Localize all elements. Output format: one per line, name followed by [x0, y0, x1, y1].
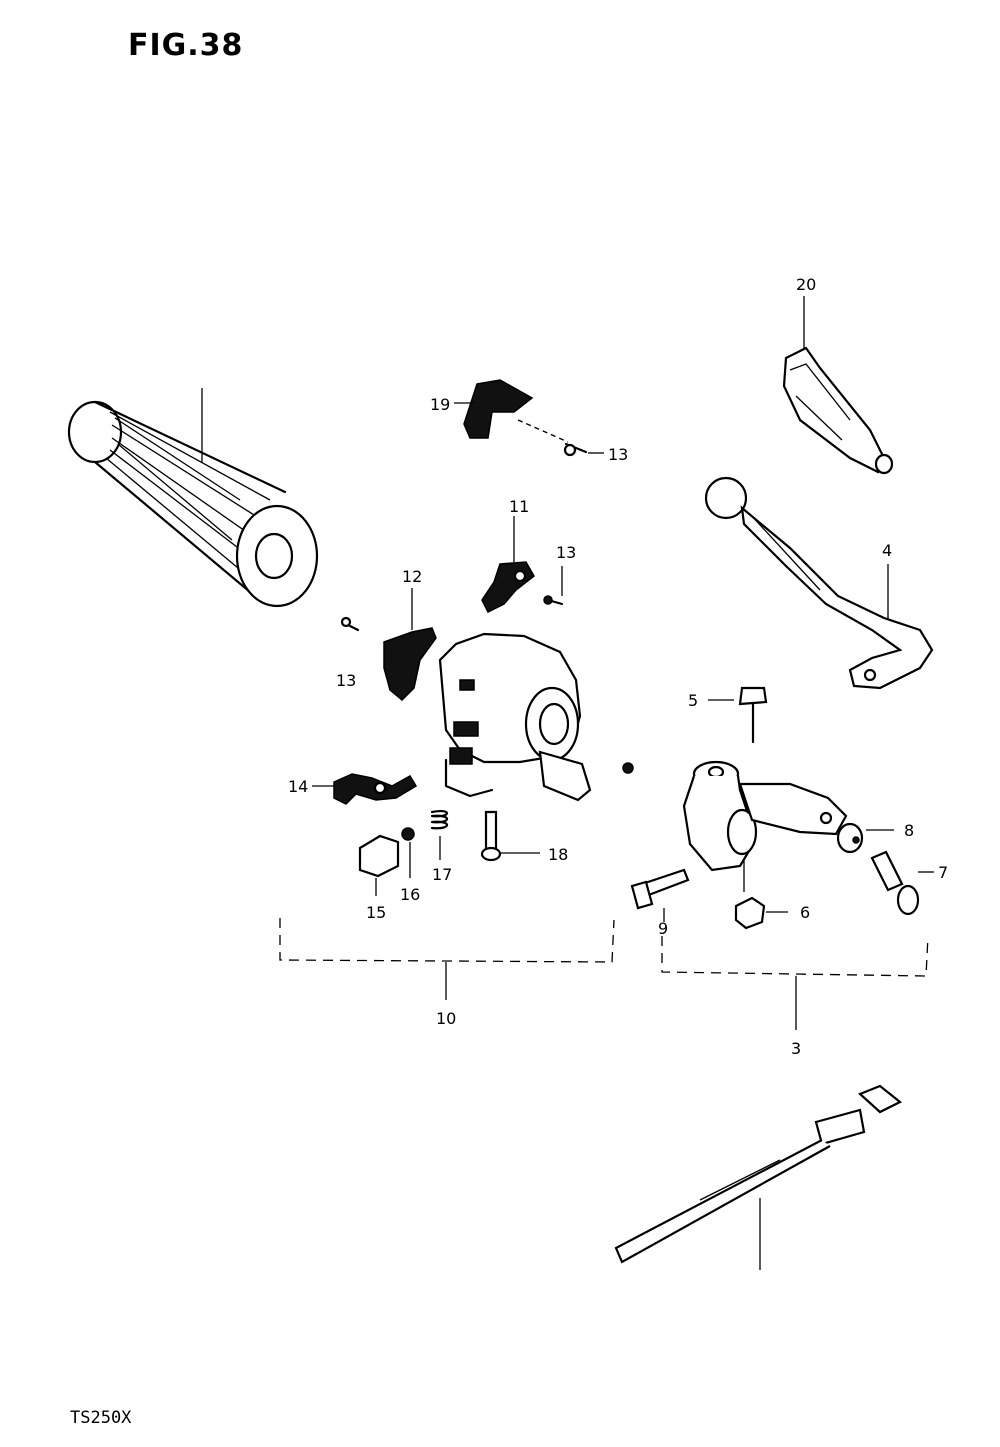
part-handlebar-grip — [67, 388, 319, 608]
callout-13: 13 — [608, 445, 628, 464]
model-code: TS250X — [70, 1408, 132, 1428]
part-10-switch-housing — [438, 632, 634, 802]
callout-7: 7 — [938, 863, 948, 882]
callout-12: 12 — [402, 567, 422, 586]
part-20-lever-boot — [782, 296, 894, 475]
part-8-washer — [836, 822, 894, 854]
callout-17: 17 — [432, 865, 452, 884]
part-15-terminal-block — [358, 834, 400, 896]
callout-6: 6 — [800, 903, 810, 922]
part-12-switch-lever — [340, 588, 437, 702]
part-14-clamp — [312, 773, 418, 805]
callout-18: 18 — [548, 845, 568, 864]
callout-15: 15 — [366, 903, 386, 922]
part-11-switch-knob — [481, 516, 564, 614]
part-9-bolt — [630, 868, 690, 922]
callout-11: 11 — [509, 497, 529, 516]
part-3-lever-holder — [682, 760, 848, 892]
part-19-lever-piece — [454, 379, 604, 457]
bracket-group-3 — [661, 935, 929, 1030]
figure-title: FIG.38 — [128, 28, 244, 63]
part-18-bolt — [480, 810, 540, 862]
callout-20: 20 — [796, 275, 816, 294]
part-17-spring — [430, 810, 449, 860]
callout-9: 9 — [658, 919, 668, 938]
callout-16: 16 — [400, 885, 420, 904]
callout-13: 13 — [556, 543, 576, 562]
part-7-bolt — [870, 850, 934, 916]
callout-3: 3 — [791, 1039, 801, 1058]
part-cable-tie — [614, 1084, 903, 1270]
callout-8: 8 — [904, 821, 914, 840]
part-6-nut — [734, 896, 788, 930]
callout-4: 4 — [882, 541, 892, 560]
callout-14: 14 — [288, 777, 308, 796]
callout-5: 5 — [688, 691, 698, 710]
part-4-brake-lever — [704, 476, 934, 690]
part-5-bolt — [708, 686, 768, 744]
part-16-screw — [401, 827, 415, 878]
callout-19: 19 — [430, 395, 450, 414]
bracket-group-10 — [279, 918, 615, 1000]
callout-10: 10 — [436, 1009, 456, 1028]
callout-13: 13 — [336, 671, 356, 690]
